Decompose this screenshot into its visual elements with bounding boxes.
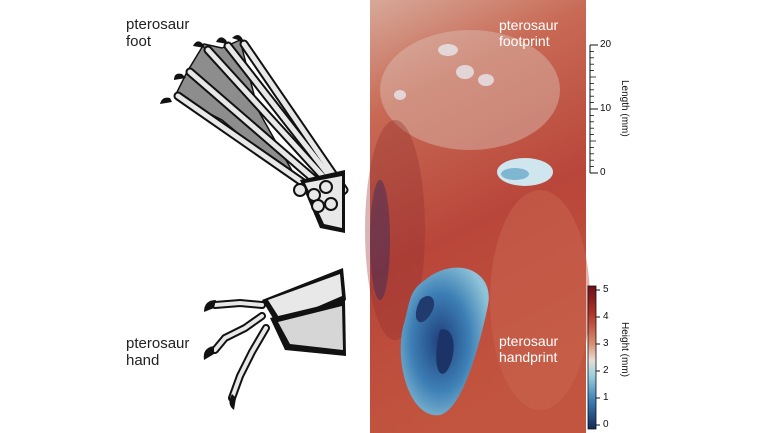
height-colorbar (587, 285, 600, 430)
pterosaur-hand-label: pterosaur hand (126, 335, 190, 369)
height-tick-3: 3 (603, 338, 609, 349)
length-scale (589, 44, 598, 174)
pterosaur-foot-label: pterosaur foot (126, 16, 190, 50)
footprint-heel-impression (497, 158, 553, 186)
pterosaur-handprint-label: pterosaur handprint (499, 333, 559, 365)
pterosaur-foot-illustration (160, 35, 349, 233)
height-colorbar-gradient (587, 285, 597, 430)
pterosaur-hand-illustration (203, 268, 346, 410)
length-tick-20: 20 (600, 39, 612, 50)
height-tick-4: 4 (603, 311, 609, 322)
height-tick-5: 5 (603, 284, 609, 295)
height-scale-title: Height (mm) (619, 322, 630, 378)
length-scale-title: Length (mm) (619, 80, 630, 137)
footprint-impression (394, 44, 494, 100)
height-tick-0: 0 (603, 419, 609, 430)
handprint-impression (400, 267, 489, 416)
height-tick-1: 1 (603, 392, 609, 403)
pterosaur-footprint-label: pterosaur footprint (499, 17, 559, 49)
height-tick-2: 2 (603, 365, 609, 376)
length-tick-0: 0 (600, 167, 606, 178)
track-height-map (365, 0, 590, 433)
length-tick-10: 10 (600, 103, 612, 114)
